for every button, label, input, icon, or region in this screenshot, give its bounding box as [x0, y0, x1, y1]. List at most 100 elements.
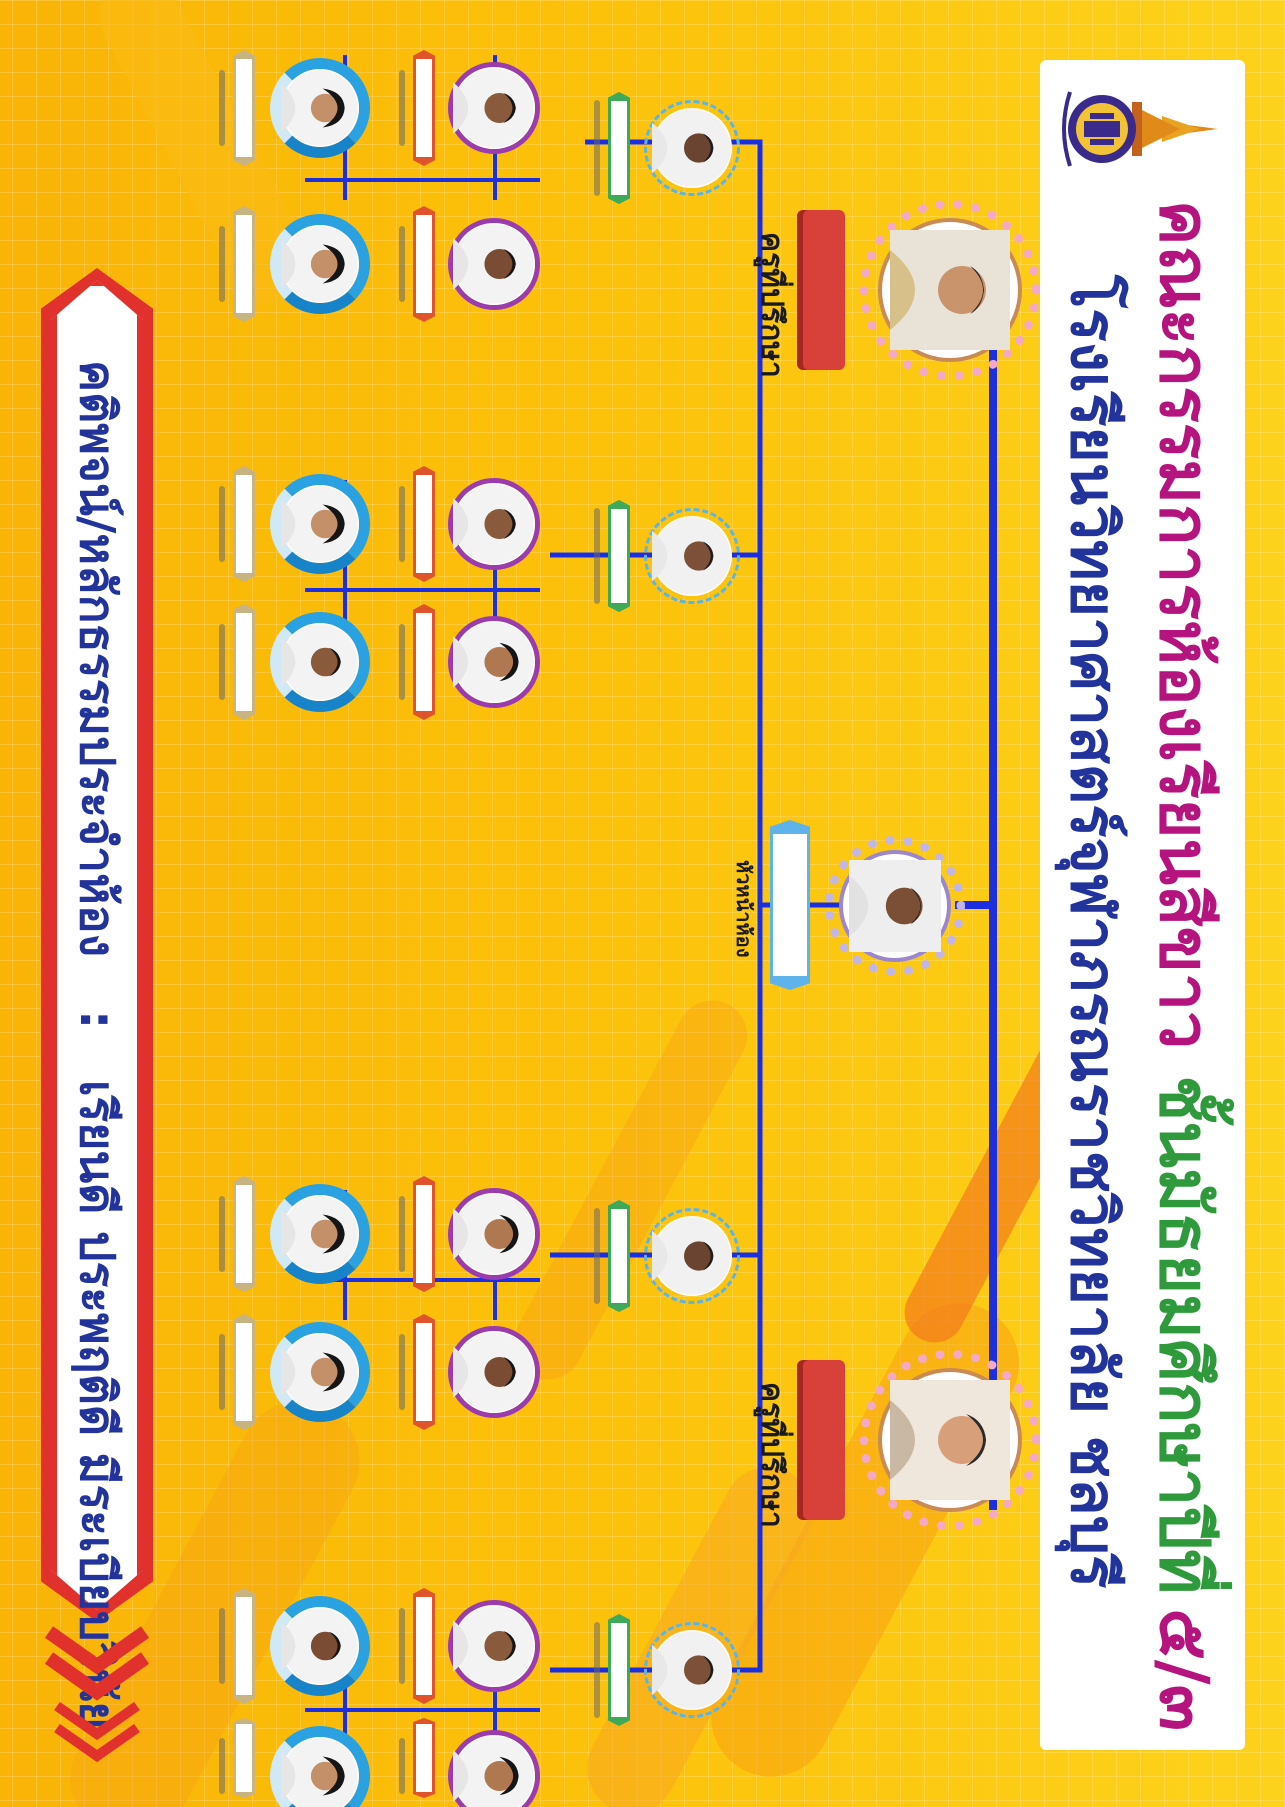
member-name-tag — [233, 206, 255, 322]
vice-president-photo — [652, 1630, 732, 1710]
member-role-caption — [219, 70, 225, 146]
person-portrait-icon — [281, 70, 358, 146]
school-crest-icon — [1062, 91, 1218, 167]
person-portrait-icon — [890, 230, 1010, 350]
motto-separator: : — [69, 1010, 125, 1030]
person-portrait-icon — [281, 1738, 358, 1807]
chief-tag — [770, 820, 810, 990]
member-role-caption — [219, 486, 225, 562]
person-portrait-icon — [849, 860, 941, 952]
member-photo — [453, 1331, 535, 1413]
advisor-ribbon — [803, 1360, 845, 1520]
vice-president-photo — [652, 108, 732, 188]
member-role-caption — [399, 226, 405, 302]
vice-president-role-caption — [594, 100, 600, 196]
member-name-tag — [413, 1314, 435, 1430]
member-photo — [453, 1735, 535, 1807]
vice-president-name-tag — [608, 500, 630, 612]
member-name-tag — [233, 1718, 255, 1798]
member-name-tag — [413, 1588, 435, 1704]
person-portrait-icon — [281, 1196, 358, 1272]
member-name-tag — [413, 1718, 435, 1798]
person-portrait-icon — [453, 1332, 534, 1412]
advisor-role-label: ครูที่ปรึกษา — [754, 1382, 789, 1528]
vice-president-photo — [652, 516, 732, 596]
member-role-caption — [219, 1738, 225, 1794]
vice-president-photo — [652, 1216, 732, 1296]
member-photo — [453, 1605, 535, 1687]
member-name-tag — [233, 1314, 255, 1430]
member-role-caption — [399, 1196, 405, 1272]
member-name-tag — [233, 604, 255, 720]
person-portrait-icon — [453, 1194, 534, 1274]
member-role-caption — [219, 1608, 225, 1684]
person-portrait-icon — [281, 624, 358, 700]
vice-president-name-tag — [608, 92, 630, 204]
member-photo — [281, 1195, 359, 1273]
double-chevron-right-icon — [54, 1701, 140, 1763]
vice-president-name-tag — [608, 1614, 630, 1726]
member-photo — [281, 623, 359, 701]
vice-president-role-caption — [594, 508, 600, 604]
member-photo — [281, 225, 359, 303]
person-portrait-icon — [652, 109, 731, 187]
advisor-ribbon — [803, 210, 845, 370]
member-name-tag — [413, 50, 435, 166]
member-photo — [281, 1737, 359, 1807]
member-role-caption — [399, 70, 405, 146]
person-portrait-icon — [281, 1334, 358, 1410]
person-portrait-icon — [453, 622, 534, 702]
member-role-caption — [219, 624, 225, 700]
person-portrait-icon — [652, 1217, 731, 1295]
member-photo — [281, 1607, 359, 1685]
advisor-role-label: ครูที่ปรึกษา — [754, 232, 789, 378]
person-portrait-icon — [652, 517, 731, 595]
member-photo — [453, 67, 535, 149]
member-name-tag — [233, 466, 255, 582]
member-role-caption — [219, 226, 225, 302]
person-portrait-icon — [281, 1608, 358, 1684]
chief-photo — [839, 850, 951, 962]
member-photo — [453, 223, 535, 305]
member-role-caption — [399, 624, 405, 700]
member-photo — [281, 485, 359, 563]
double-chevron-right-icon — [44, 1626, 150, 1701]
advisor-photo — [878, 218, 1022, 362]
advisor-photo — [878, 1368, 1022, 1512]
member-role-caption — [219, 1334, 225, 1410]
person-portrait-icon — [453, 484, 534, 564]
person-portrait-icon — [453, 1736, 534, 1807]
member-role-caption — [399, 1334, 405, 1410]
member-photo — [453, 483, 535, 565]
vice-president-name-tag — [608, 1200, 630, 1312]
member-name-tag — [233, 1176, 255, 1292]
member-name-tag — [413, 604, 435, 720]
member-name-tag — [413, 1176, 435, 1292]
member-photo — [453, 1193, 535, 1275]
member-photo — [281, 1333, 359, 1411]
member-name-tag — [233, 1588, 255, 1704]
member-role-caption — [399, 1738, 405, 1794]
person-portrait-icon — [453, 1606, 534, 1686]
member-role-caption — [219, 1196, 225, 1272]
person-portrait-icon — [281, 486, 358, 562]
person-portrait-icon — [652, 1631, 731, 1709]
member-photo — [281, 69, 359, 147]
vice-president-role-caption — [594, 1622, 600, 1718]
member-name-tag — [413, 466, 435, 582]
poster-header: คณะกรรมการห้องเรียนสีขาวชั้นมัธยมศึกษาปี… — [1040, 60, 1245, 1750]
member-photo — [453, 621, 535, 703]
person-portrait-icon — [453, 68, 534, 148]
member-name-tag — [413, 206, 435, 322]
member-role-caption — [399, 1608, 405, 1684]
chief-role-label: หัวหน้าห้อง — [732, 860, 756, 958]
member-name-tag — [233, 50, 255, 166]
person-portrait-icon — [281, 226, 358, 302]
person-portrait-icon — [890, 1380, 1010, 1500]
vice-president-role-caption — [594, 1208, 600, 1304]
motto-label: คติพจน์/หลักธรรมประจำห้อง — [69, 360, 125, 958]
member-role-caption — [399, 486, 405, 562]
person-portrait-icon — [453, 224, 534, 304]
